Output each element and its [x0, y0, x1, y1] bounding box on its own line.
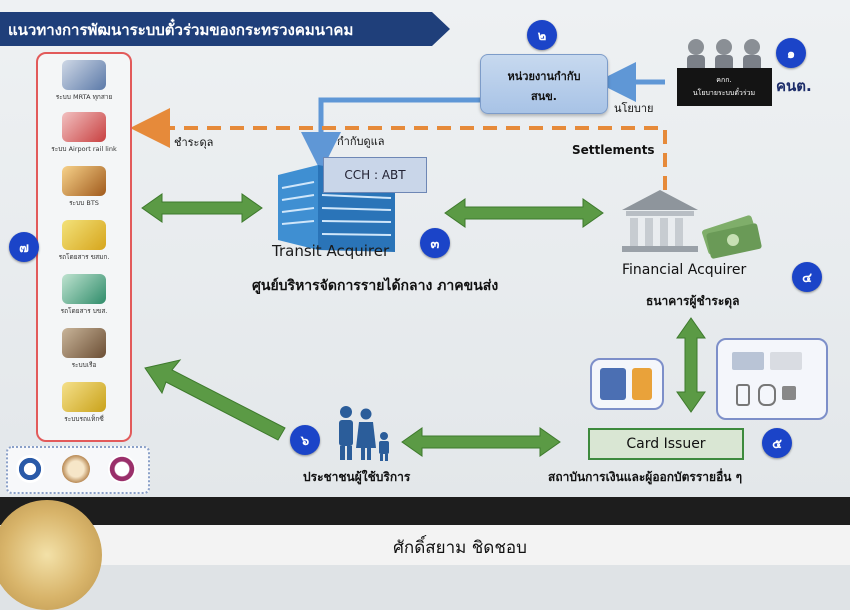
mode-caption: รถโดยสาร ขสมก. [58, 253, 110, 261]
footer [0, 497, 850, 565]
public-thai: ประชาชนผู้ใช้บริการ [303, 470, 411, 484]
watch-icon [758, 384, 776, 406]
footer-band [0, 525, 850, 565]
badge-5: ๕ [762, 428, 792, 458]
agency-logo-2 [62, 455, 90, 483]
mode-item: ระบบ MRTA ทุกสาย [38, 60, 130, 102]
transport-modes-panel: ระบบ MRTA ทุกสาย ระบบ Airport rail link … [36, 52, 132, 442]
agency-logos [6, 446, 150, 494]
modes-transit-arrow [141, 193, 263, 223]
money-icon [702, 215, 762, 259]
bts-train-icon [62, 166, 106, 196]
committee-label: คนต. [776, 77, 812, 95]
tag-icon [782, 386, 796, 400]
public-issuer-arrow [401, 427, 561, 457]
taxi-icon [62, 382, 106, 412]
supervise-label: กำกับดูแล [337, 135, 385, 148]
settle-label: ชำระดุล [174, 136, 214, 149]
financial-acquirer-thai: ธนาคารผู้ชำระดุล [646, 294, 740, 308]
bus-icon [62, 220, 106, 250]
visa-card-icon [732, 352, 764, 370]
supervise-arrow [301, 97, 480, 172]
badge-1: ๑ [776, 38, 806, 68]
card-icon [632, 368, 652, 400]
mode-caption: ระบบ Airport rail link [51, 145, 117, 153]
committee-people-icon [677, 39, 772, 106]
family-icon [339, 406, 389, 461]
settlements-label: Settlements [572, 143, 655, 157]
boat-icon [62, 328, 106, 358]
payment-methods-box [716, 338, 828, 420]
cch-abt-box: CCH : ABT [323, 157, 427, 193]
policy-label: นโยบาย [614, 102, 654, 115]
mode-item: ระบบ Airport rail link [38, 112, 130, 154]
mode-item: ระบบรถแท็กซี่ [38, 382, 130, 424]
regulator-line2: สนข. [531, 90, 557, 103]
card-issuer-thai: สถาบันการเงินและผู้ออกบัตรรายอื่น ๆ [548, 470, 743, 484]
agency-logo-3 [108, 455, 136, 483]
transit-financial-arrow [444, 198, 604, 228]
card-samples-box [590, 358, 664, 410]
mode-caption: ระบบ MRTA ทุกสาย [55, 93, 113, 101]
badge-4: ๔ [792, 262, 822, 292]
transit-acquirer-label: Transit Acquirer [272, 242, 390, 260]
mastercard-icon [770, 352, 802, 370]
transit-acquirer-thai: ศูนย์บริหารจัดการรายได้กลาง ภาคขนส่ง [252, 278, 499, 294]
bank-icon [622, 190, 698, 252]
coach-bus-icon [62, 274, 106, 304]
financial-acquirer-label: Financial Acquirer [622, 262, 747, 278]
card-icon [600, 368, 626, 400]
regulator-box: หน่วยงานกำกับ สนข. [480, 54, 608, 114]
financial-issuer-arrow [676, 317, 706, 413]
regulator-line1: หน่วยงานกำกับ [507, 70, 581, 83]
page-title: แนวทางการพัฒนาระบบตั๋วร่วมของกระทรวงคมนา… [8, 21, 354, 39]
airport-rail-icon [62, 112, 106, 142]
agency-logo-1 [16, 455, 44, 483]
card-issuer-box: Card Issuer [588, 428, 744, 460]
public-modes-arrow [144, 359, 286, 441]
mode-item: ระบบเรือ [38, 328, 130, 370]
speaker-name: ศักดิ์สยาม ชิดชอบ [393, 538, 527, 558]
mode-item: รถโดยสาร บขส. [38, 274, 130, 316]
committee-sign-line1: คกก. [716, 76, 732, 84]
mode-caption: รถโดยสาร บขส. [60, 307, 108, 315]
mode-item: รถโดยสาร ขสมก. [38, 220, 130, 262]
mode-caption: ระบบรถแท็กซี่ [64, 415, 104, 423]
metro-train-icon [62, 60, 106, 90]
mode-caption: ระบบเรือ [71, 361, 97, 369]
title-bar: แนวทางการพัฒนาระบบตั๋วร่วมของกระทรวงคมนา… [0, 12, 450, 46]
badge-7: ๗ [9, 232, 39, 262]
connector-layer [130, 39, 772, 461]
mode-caption: ระบบ BTS [69, 199, 99, 207]
committee-sign-line2: นโยบายระบบตั๋วร่วม [692, 89, 756, 97]
badge-6: ๖ [290, 425, 320, 455]
mode-item: ระบบ BTS [38, 166, 130, 208]
badge-2: ๒ [527, 20, 557, 50]
phone-icon [736, 384, 750, 406]
badge-3: ๓ [420, 228, 450, 258]
